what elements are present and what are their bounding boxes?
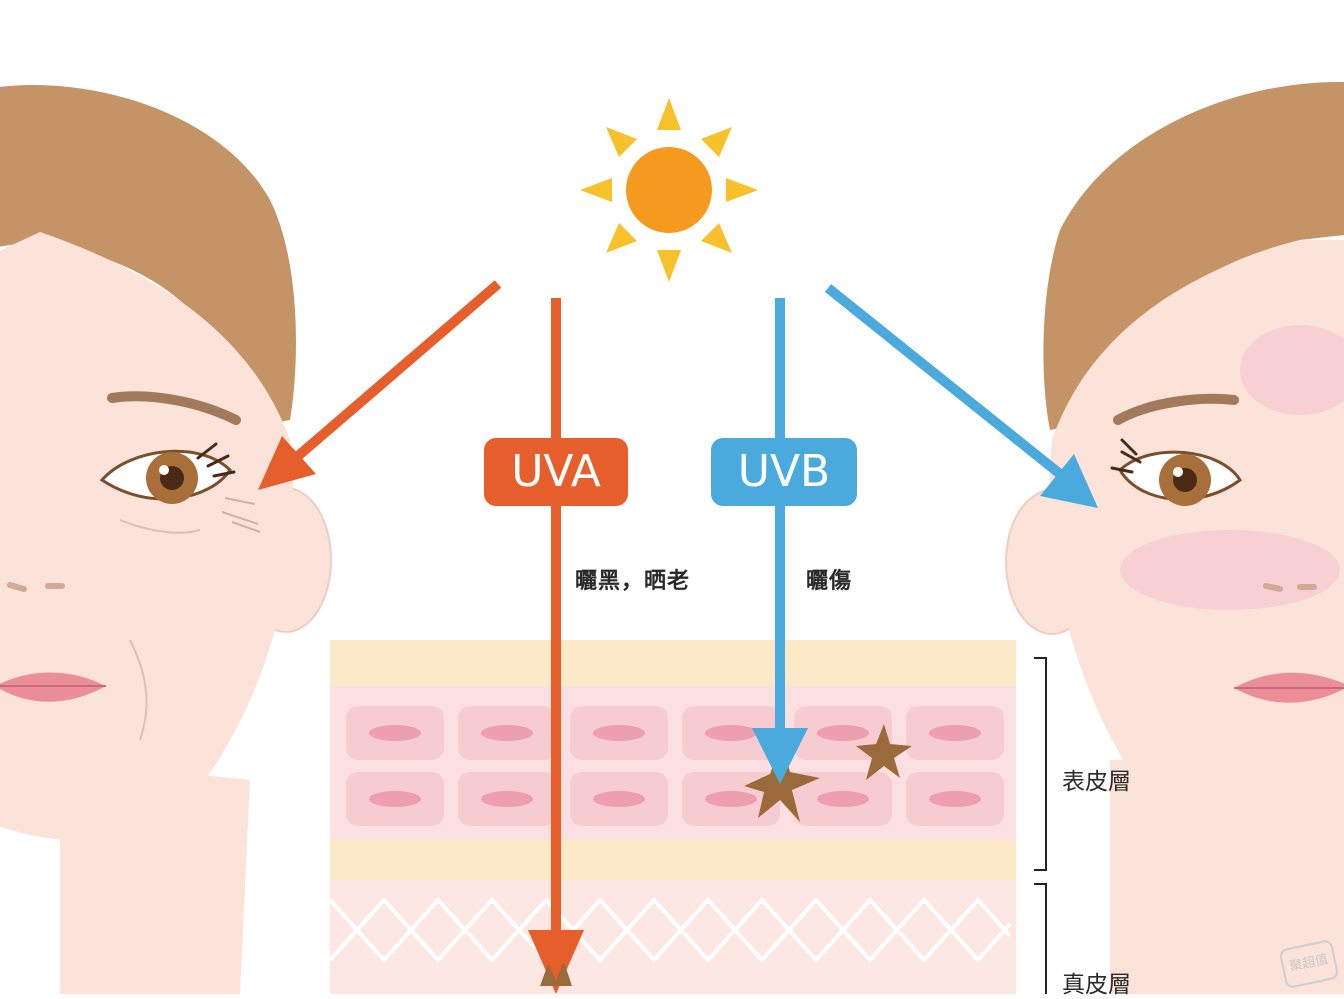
uva-badge: UVA <box>484 438 628 506</box>
left-eye <box>99 442 236 504</box>
sun-icon <box>580 98 758 282</box>
dermis-collagen-mesh <box>328 897 1012 963</box>
right-eyebrow <box>1113 393 1239 425</box>
right-redness-cheek <box>1120 530 1340 610</box>
left-crow-feet <box>221 497 261 533</box>
left-face-aged <box>0 84 332 994</box>
stratum-corneum-layer <box>330 640 1016 686</box>
epidermis-cell-layer <box>330 686 1016 840</box>
uva-arrow-down <box>528 298 584 994</box>
uvb-arrow-to-face <box>824 284 1098 508</box>
epidermis-label: 表皮層 <box>1062 769 1131 795</box>
basal-layer <box>330 840 1016 880</box>
right-nose <box>1263 583 1317 592</box>
right-face-sunburned <box>1005 81 1344 994</box>
left-eyebrow <box>107 391 241 425</box>
right-redness-forehead <box>1240 325 1344 415</box>
left-lips <box>0 672 106 702</box>
uva-effect-label: 曬黑，晒老 <box>575 569 691 594</box>
epidermis-cells-row-2 <box>346 772 1004 826</box>
uva-arrow-to-face <box>258 280 502 490</box>
epidermis-cells-row-1 <box>346 706 1004 760</box>
uvb-badge: UVB <box>711 438 857 506</box>
skin-cross-section <box>328 640 1047 994</box>
left-smile-line <box>129 639 148 741</box>
uvb-arrow-down <box>752 298 808 784</box>
epidermis-bracket <box>1034 657 1047 871</box>
sun-core <box>626 147 712 233</box>
uvb-effect-label: 曬傷 <box>806 569 853 594</box>
dermis-bracket <box>1034 883 1047 994</box>
uva-dermis-damage-icon <box>540 962 572 986</box>
damage-star-icon <box>744 724 912 822</box>
right-eye <box>1110 438 1243 506</box>
left-nose <box>7 582 65 592</box>
